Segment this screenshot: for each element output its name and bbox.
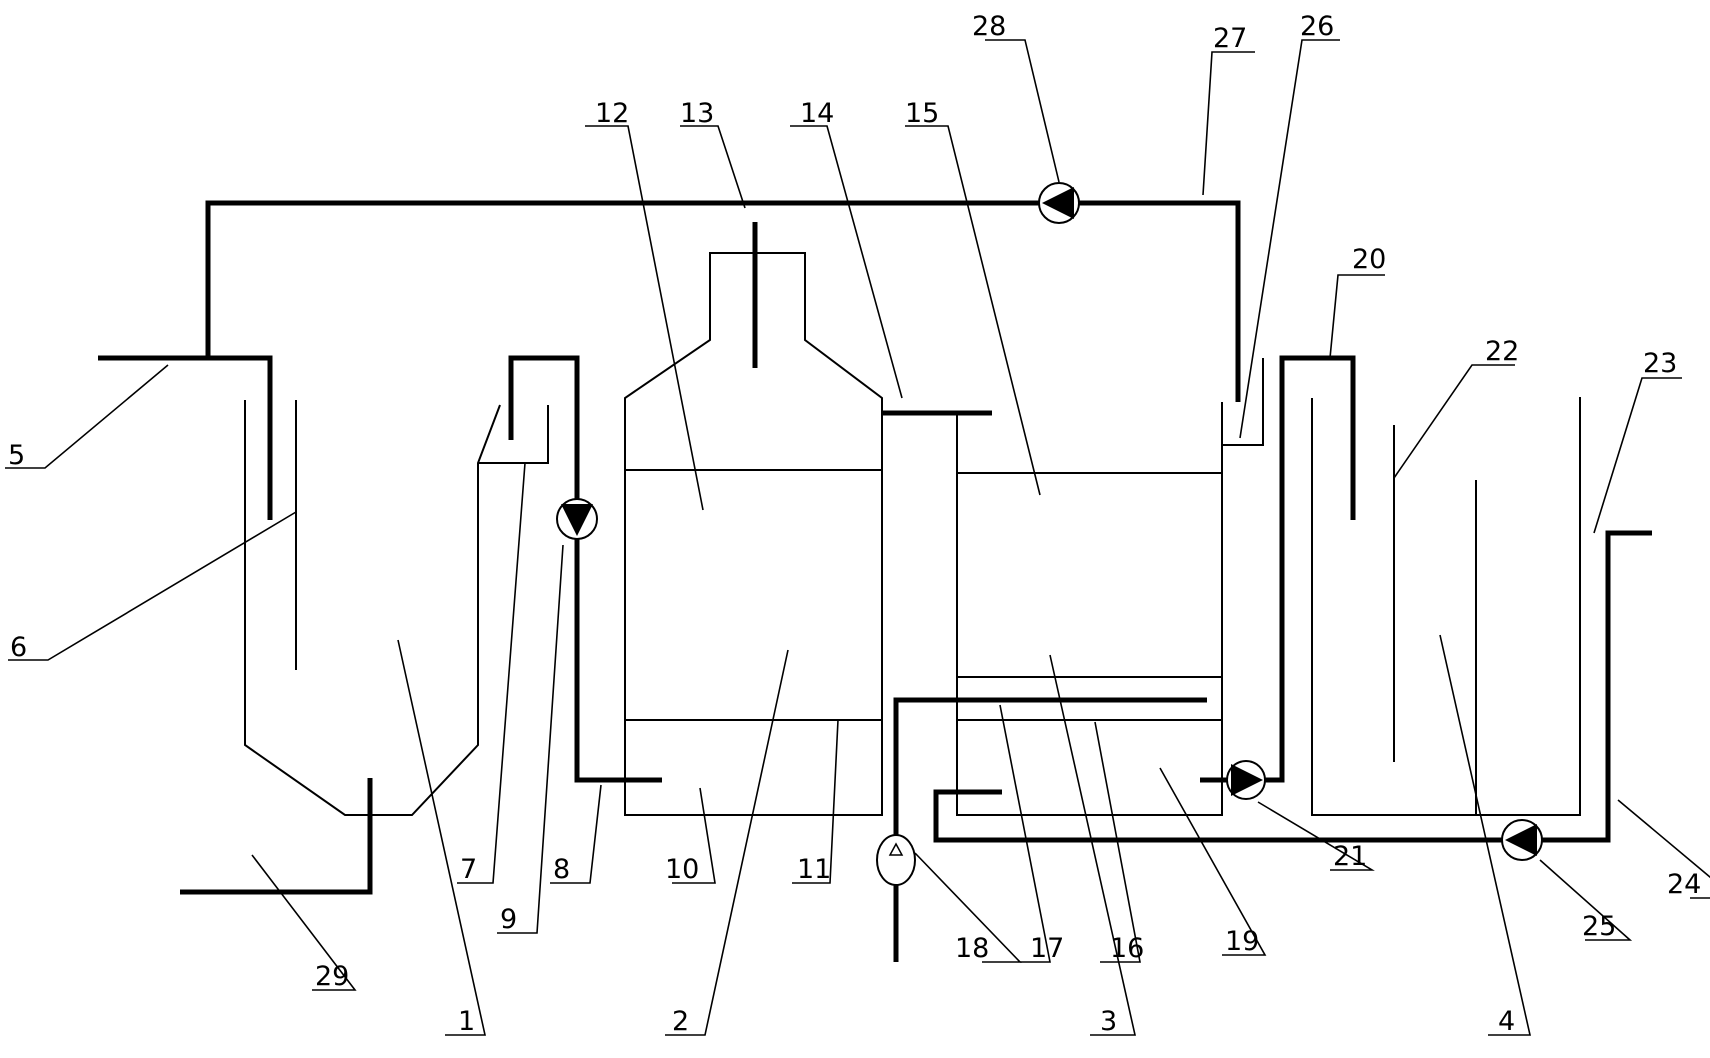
label-4: 4	[1498, 1006, 1515, 1037]
leader-lines	[5, 39, 1710, 1036]
label-17: 17	[1030, 933, 1064, 964]
label-5: 5	[8, 440, 25, 471]
label-12: 12	[595, 98, 629, 129]
vessel-4	[1311, 397, 1581, 816]
vessel-2	[624, 252, 883, 816]
label-3: 3	[1100, 1006, 1117, 1037]
label-25: 25	[1582, 911, 1616, 942]
pump-21	[1226, 760, 1266, 800]
label-14: 14	[800, 98, 834, 129]
pump-18	[876, 834, 916, 886]
label-23: 23	[1643, 348, 1677, 379]
pump-9	[556, 498, 598, 540]
pump-28	[1038, 182, 1080, 224]
label-10: 10	[665, 854, 699, 885]
label-6: 6	[10, 632, 27, 663]
label-27: 27	[1213, 23, 1247, 54]
label-20: 20	[1352, 244, 1386, 275]
label-2: 2	[672, 1006, 689, 1037]
vessel-1	[244, 400, 549, 816]
label-26: 26	[1300, 11, 1334, 42]
label-9: 9	[500, 904, 517, 935]
label-8: 8	[553, 854, 570, 885]
part-labels: 5 6 7 9 8 10 11 29 1 2 3 4 18 17 16 19 2…	[8, 11, 1701, 1037]
label-28: 28	[972, 11, 1006, 42]
label-16: 16	[1110, 933, 1144, 964]
inlet-pipe-5	[98, 355, 273, 520]
label-13: 13	[680, 98, 714, 129]
outlet-pipe-29	[180, 778, 373, 895]
label-22: 22	[1485, 336, 1519, 367]
label-11: 11	[797, 854, 831, 885]
label-7: 7	[460, 854, 477, 885]
recycle-line-27	[205, 200, 1241, 402]
label-24: 24	[1667, 869, 1701, 900]
label-1: 1	[458, 1006, 475, 1037]
transfer-pipe-8	[508, 355, 662, 783]
pump-25	[1501, 819, 1543, 861]
label-29: 29	[315, 961, 349, 992]
label-21: 21	[1333, 841, 1367, 872]
vessel-3	[956, 358, 1264, 816]
return-line-25	[933, 530, 1652, 843]
label-19: 19	[1225, 926, 1259, 957]
label-15: 15	[905, 98, 939, 129]
transfer-pipe-20	[1260, 355, 1356, 783]
label-18: 18	[955, 933, 989, 964]
distributor-pipe-17	[893, 697, 1207, 836]
